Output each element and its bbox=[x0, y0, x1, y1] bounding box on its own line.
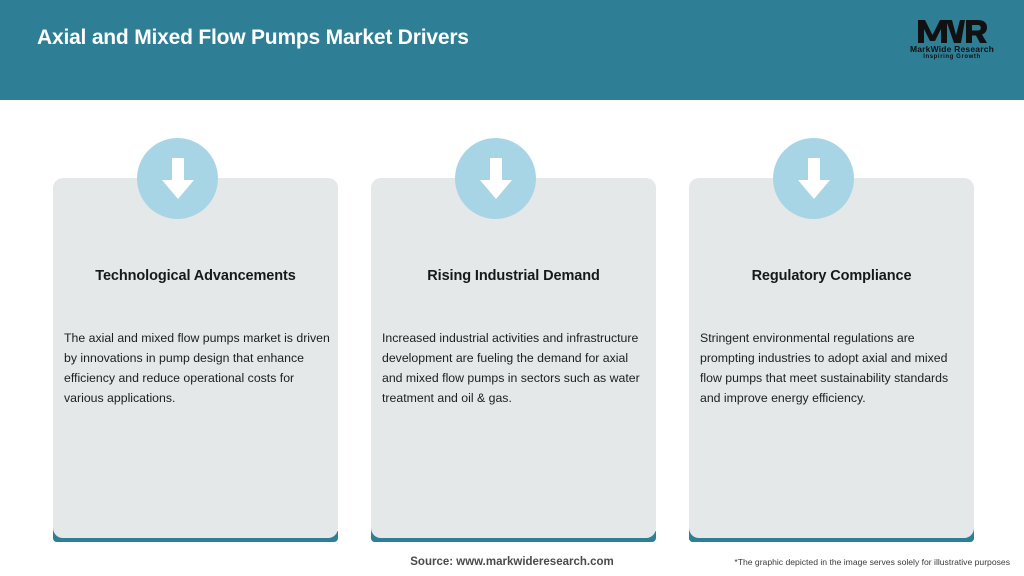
card-panel: Rising Industrial Demand Increased indus… bbox=[371, 178, 656, 538]
down-arrow-icon bbox=[161, 157, 194, 199]
logo-tagline: Inspiring Growth bbox=[923, 54, 981, 61]
card-body-text: Increased industrial activities and infr… bbox=[382, 331, 640, 406]
card-panel: Technological Advancements The axial and… bbox=[53, 178, 338, 538]
card-body-text: The axial and mixed flow pumps market is… bbox=[64, 331, 330, 406]
card-title: Regulatory Compliance bbox=[751, 268, 912, 284]
card-title: Rising Industrial Demand bbox=[427, 268, 600, 284]
card-badge bbox=[137, 138, 218, 219]
card-body-text: Stringent environmental regulations are … bbox=[700, 331, 949, 406]
card-title: Technological Advancements bbox=[95, 268, 296, 284]
down-arrow-icon bbox=[797, 157, 830, 199]
brand-logo: MarkWide Research Inspiring Growth bbox=[898, 10, 1006, 68]
page-title: Axial and Mixed Flow Pumps Market Driver… bbox=[37, 26, 469, 49]
driver-card-1: Technological Advancements The axial and… bbox=[35, 138, 353, 550]
card-badge bbox=[773, 138, 854, 219]
page-header: Axial and Mixed Flow Pumps Market Driver… bbox=[0, 0, 1024, 100]
mwr-logo-icon bbox=[918, 19, 987, 43]
source-label: Source: www.markwideresearch.com bbox=[410, 556, 614, 568]
driver-card-2: Rising Industrial Demand Increased indus… bbox=[353, 138, 671, 550]
driver-card-3: Regulatory Compliance Stringent environm… bbox=[671, 138, 989, 550]
card-panel: Regulatory Compliance Stringent environm… bbox=[689, 178, 974, 538]
disclaimer-label: *The graphic depicted in the image serve… bbox=[734, 557, 1010, 567]
logo-company-name: MarkWide Research bbox=[909, 43, 995, 54]
card-badge bbox=[455, 138, 536, 219]
down-arrow-icon bbox=[479, 157, 512, 199]
